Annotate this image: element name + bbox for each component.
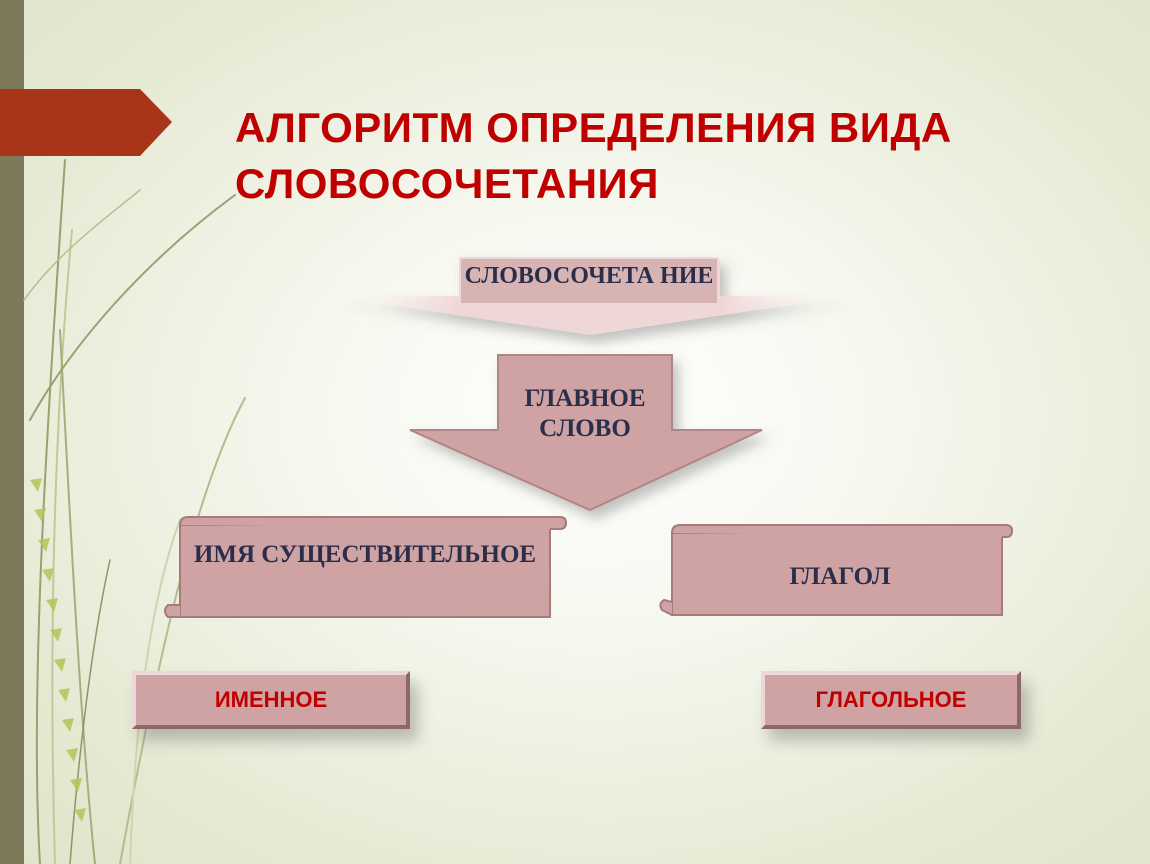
verbal-result-box: ГЛАГОЛЬНОЕ [761,671,1021,729]
root-banner [330,257,850,335]
nominal-result-label: ИМЕННОЕ [214,687,328,712]
root-label: СЛОВОСОЧЕТА НИЕ [464,263,714,289]
main-word-arrow [409,354,763,512]
verb-label: ГЛАГОЛ [789,563,891,590]
noun-scroll [164,516,568,618]
main-word-label: ГЛАВНОЕ СЛОВО [524,385,646,442]
verbal-result-label: ГЛАГОЛЬНОЕ [815,687,967,712]
nominal-result-box: ИМЕННОЕ [132,671,410,729]
noun-label: ИМЯ СУЩЕСТВИТЕЛЬНОЕ [193,541,537,568]
accent-arrow-tab [0,89,172,156]
verb-scroll [659,524,1014,616]
slide-title: АЛГОРИТМ ОПРЕДЕЛЕНИЯ ВИДА СЛОВОСОЧЕТАНИЯ [235,104,952,207]
